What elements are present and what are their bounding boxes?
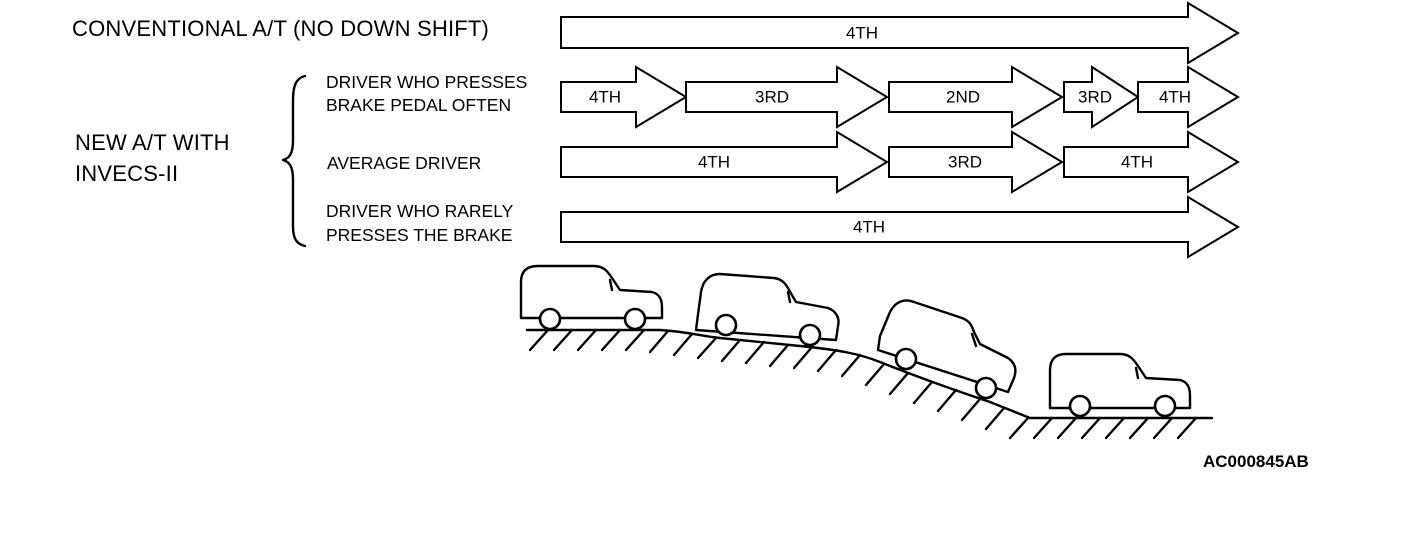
gear-arrow [1137,65,1240,129]
gear-arrow [888,65,1064,129]
gear-arrow [560,195,1240,259]
gear-arrow [1063,130,1240,194]
gear-arrow [685,65,889,129]
gear-label: 4TH [846,24,878,43]
vehicle-3 [876,299,1017,400]
new-at-label-line1: NEW A/T WITH [75,130,230,155]
gear-label: 4TH [698,153,730,172]
conventional-at-label: CONVENTIONAL A/T (NO DOWN SHIFT) [72,16,490,41]
gear-label: 3RD [1078,88,1112,107]
wheel-icon [714,313,738,337]
gear-arrow [560,130,889,194]
gear-arrow [560,65,688,129]
figure-code: AC000845AB [1203,452,1309,471]
gear-label: 3RD [755,88,789,107]
gear-arrow [560,1,1240,65]
wheel-icon [1153,394,1177,418]
wheel-icon [894,347,918,371]
wheel-icon [1068,394,1092,418]
driver-rarely-label-line1: DRIVER WHO RARELY [326,201,514,221]
downhill-road [525,328,1214,440]
driver-brake-often-label-line1: DRIVER WHO PRESSES [326,72,528,92]
wheel-icon [798,323,822,347]
row-average: 4TH 3RD 4TH [560,130,1240,194]
wheel-icon [538,307,562,331]
driver-rarely-label-line2: PRESSES THE BRAKE [326,225,513,245]
ground-hatching [528,328,1198,440]
gear-label: 4TH [589,88,621,107]
average-driver-label: AVERAGE DRIVER [327,153,482,173]
gear-arrow [888,130,1064,194]
grouping-brace [281,74,307,248]
gear-label: 3RD [948,153,982,172]
row-rarely: 4TH [560,195,1240,259]
wheel-icon [974,376,998,400]
vehicle-1 [519,264,664,331]
wheel-icon [623,307,647,331]
vehicle-4 [1048,352,1192,418]
vehicle-2 [694,272,840,347]
row-brake-often: 4TH 3RD 2ND 3RD 4TH [560,65,1240,129]
gear-label: 4TH [1121,153,1153,172]
gear-label: 2ND [946,88,980,107]
gear-label: 4TH [1159,88,1191,107]
driver-brake-often-label-line2: BRAKE PEDAL OFTEN [326,95,512,115]
gear-label: 4TH [853,218,885,237]
row-conventional: 4TH [560,1,1240,65]
new-at-label-line2: INVECS-II [75,161,179,186]
gear-arrow [1063,65,1140,129]
